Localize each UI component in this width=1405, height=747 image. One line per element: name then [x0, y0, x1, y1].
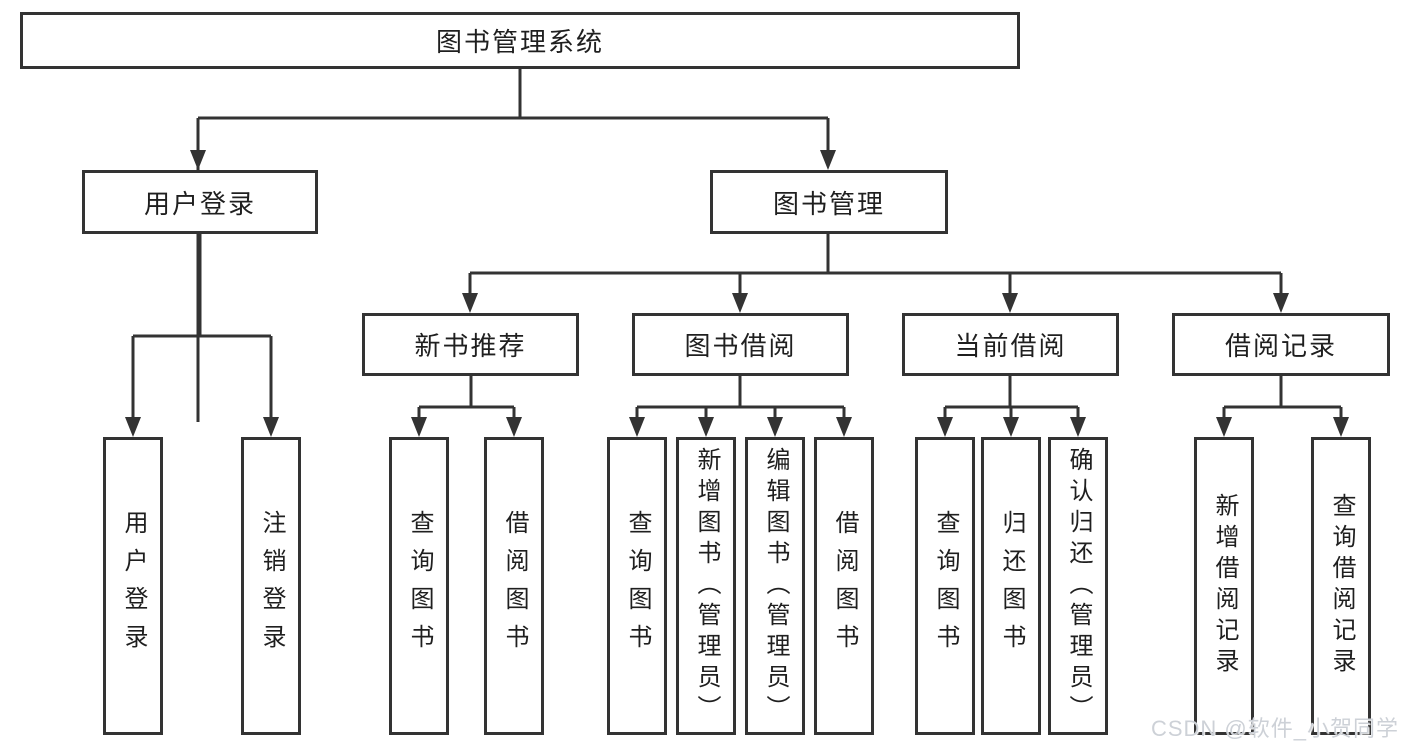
node-user-login: 用户登录	[82, 170, 318, 234]
leaf-user-login: 用户登录	[103, 437, 163, 735]
node-root-library-system: 图书管理系统	[20, 12, 1020, 69]
leaf-query-books-current: 查询图书	[915, 437, 975, 735]
leaf-query-books-recommend: 查询图书	[389, 437, 449, 735]
arrowheads	[125, 150, 1349, 437]
leaf-confirm-return-admin: 确认归还（管理员）	[1048, 437, 1108, 735]
connector-paths	[131, 69, 1343, 422]
node-book-borrowing: 图书借阅	[632, 313, 849, 376]
leaf-add-book-admin: 新增图书（管理员）	[676, 437, 736, 735]
node-borrowing-records: 借阅记录	[1172, 313, 1390, 376]
node-new-book-recommend: 新书推荐	[362, 313, 579, 376]
leaf-borrow-books-recommend: 借阅图书	[484, 437, 544, 735]
node-book-management: 图书管理	[710, 170, 948, 234]
csdn-watermark: CSDN @软件_小贺同学	[1150, 716, 1399, 741]
leaf-query-books-borrow: 查询图书	[607, 437, 667, 735]
leaf-borrow-books: 借阅图书	[814, 437, 874, 735]
leaf-edit-book-admin: 编辑图书（管理员）	[745, 437, 805, 735]
leaf-add-borrow-record: 新增借阅记录	[1194, 437, 1254, 735]
leaf-logout: 注销登录	[241, 437, 301, 735]
leaf-return-books: 归还图书	[981, 437, 1041, 735]
node-current-borrowing: 当前借阅	[902, 313, 1119, 376]
leaf-query-borrow-record: 查询借阅记录	[1311, 437, 1371, 735]
